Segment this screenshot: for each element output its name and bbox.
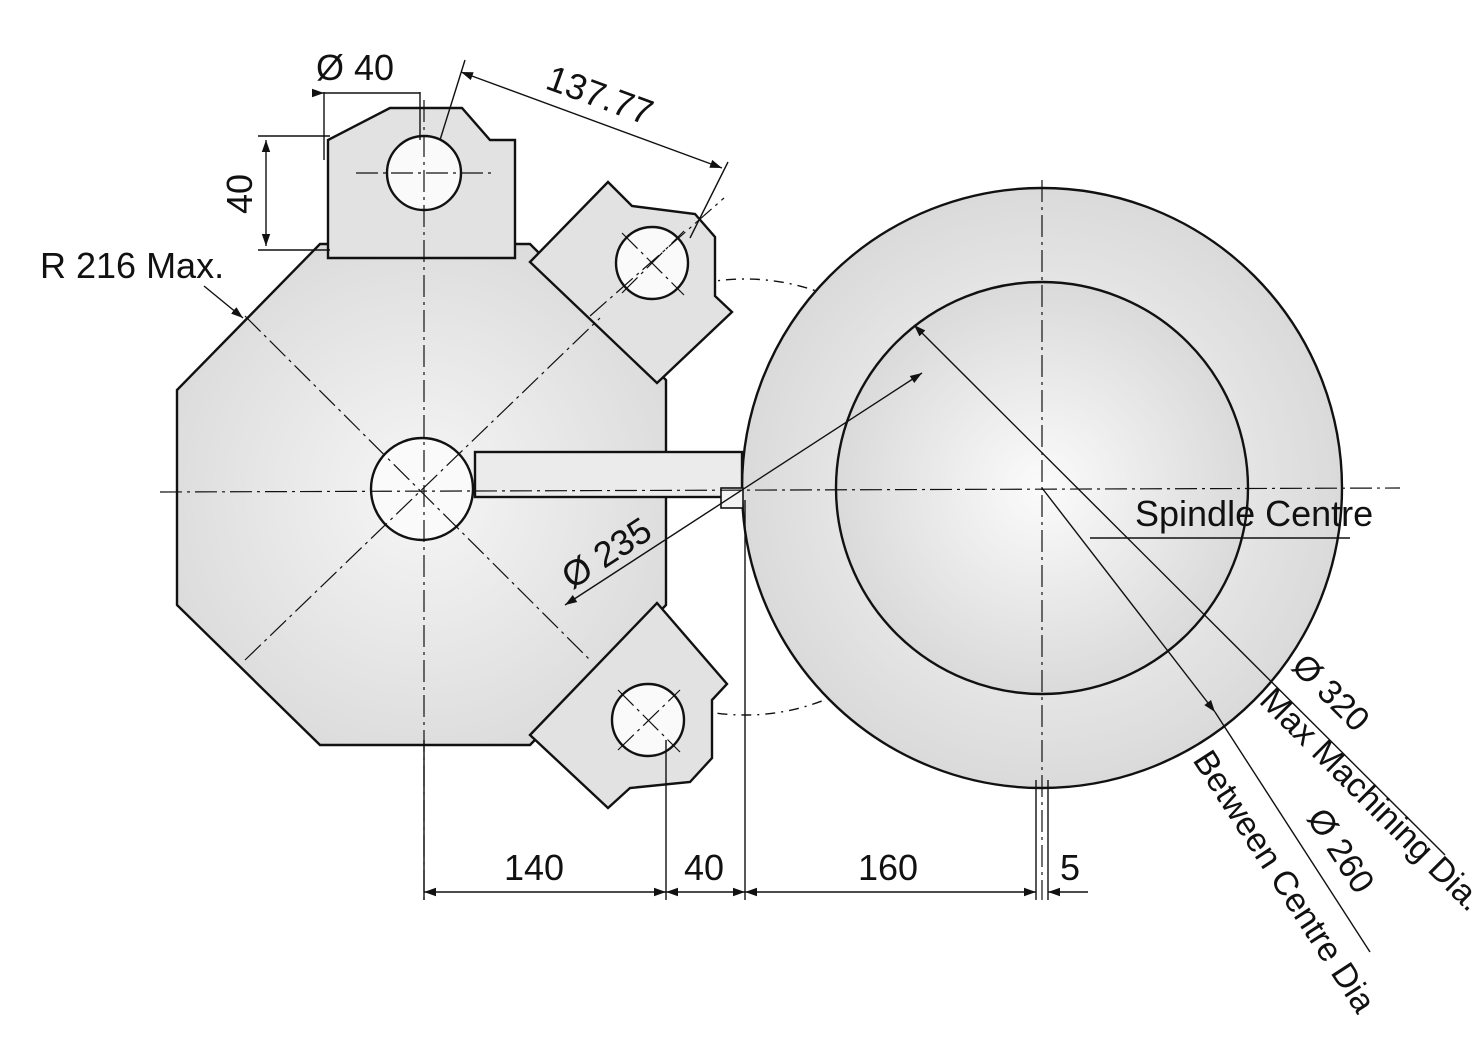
slot-diameter-label: Ø 40 [316,47,394,88]
dim-140-label: 140 [504,847,564,888]
dim-160-label: 160 [858,847,918,888]
dim-40-label: 40 [684,847,724,888]
dim-5-label: 5 [1060,847,1080,888]
spindle-centre-label: Spindle Centre [1135,493,1373,534]
tool-spacing-label: 137.77 [541,57,658,133]
slot-height-label: 40 [219,174,260,214]
dimension-lines [203,59,1446,953]
turret-radius-label: R 216 Max. [40,245,224,286]
